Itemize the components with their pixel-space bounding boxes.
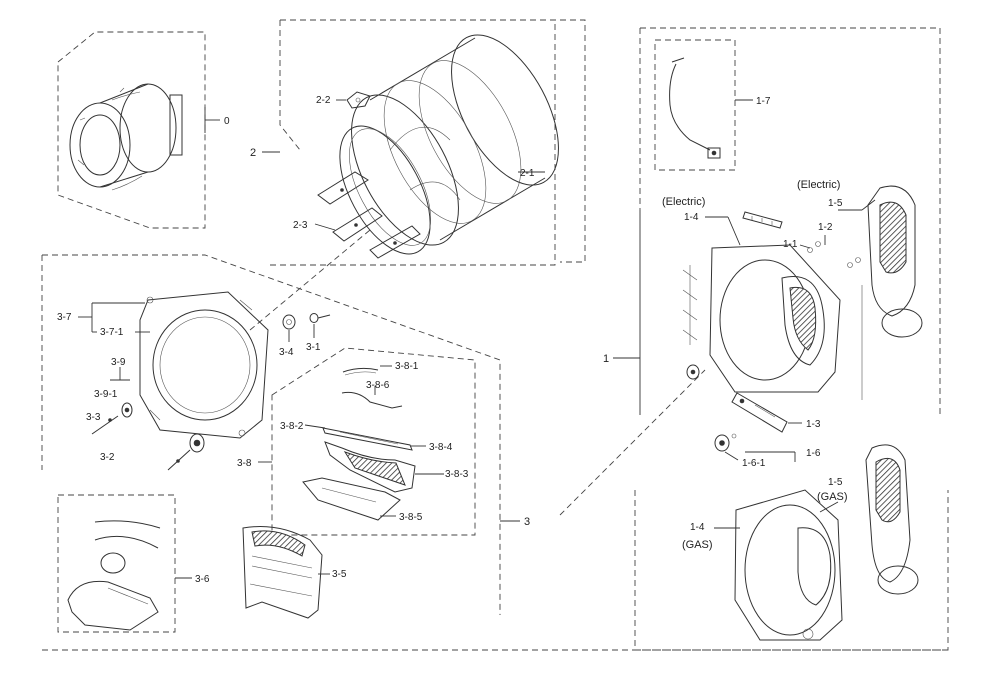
callout-3-9-1: 3-9-1 (94, 389, 118, 400)
callout-3-5: 3-5 (332, 569, 347, 580)
callout-3-8-5: 3-8-5 (399, 512, 423, 523)
heater-harness-part (669, 57, 721, 159)
roller-axle-part (91, 402, 133, 435)
callout-2-2: 2-2 (316, 95, 331, 106)
drum-lifters-part (317, 171, 421, 259)
callout-3-7-1: 3-7-1 (100, 327, 124, 338)
heater-housing-gas-part (865, 444, 919, 595)
filter-cover-part (302, 477, 401, 521)
callout-1-6: 1-6 (806, 448, 821, 459)
roller-screw-part (309, 313, 331, 323)
gas-note-1-4: (GAS) (682, 539, 713, 551)
heater-housing-electric-part (861, 185, 923, 400)
electric-note-1-5: (Electric) (797, 179, 840, 191)
callout-1: 1 (603, 353, 609, 365)
lint-filter-part (242, 526, 323, 619)
callout-3-8-1: 3-8-1 (395, 361, 419, 372)
callout-2-3: 2-3 (293, 220, 308, 231)
exhaust-duct-part (67, 520, 161, 631)
callout-1-1: 1-1 (783, 239, 798, 250)
bulkhead-screws-part (807, 241, 861, 268)
filter-rail-part (322, 427, 413, 451)
callout-3-4: 3-4 (279, 347, 294, 358)
wire-harness-part (342, 367, 379, 376)
callout-0: 0 (224, 116, 230, 127)
callout-1-7: 1-7 (756, 96, 771, 107)
drum-part (351, 34, 559, 246)
rear-bulkhead-electric-part (682, 244, 841, 393)
rear-bulkhead-gas-part (734, 489, 843, 641)
callout-1-5-gas: 1-5 (828, 477, 843, 488)
callout-3-6: 3-6 (195, 574, 210, 585)
callout-3-3: 3-3 (86, 412, 101, 423)
callout-2: 2 (250, 147, 256, 159)
drum-assembly-part (69, 83, 183, 191)
electric-note-1-4: (Electric) (662, 196, 705, 208)
roller-assembly-part (167, 433, 205, 471)
drum-ring-part (339, 125, 431, 255)
callout-3: 3 (524, 516, 530, 528)
callout-3-7: 3-7 (57, 312, 72, 323)
front-bulkhead-part (139, 291, 269, 439)
group-boundaries (41, 19, 950, 651)
callout-2-1: 2-1 (520, 168, 535, 179)
callout-3-1: 3-1 (306, 342, 321, 353)
heater-rail-part (742, 211, 783, 229)
callout-1-5-electric: 1-5 (828, 198, 843, 209)
callout-3-9: 3-9 (111, 357, 126, 368)
callout-3-8-2: 3-8-2 (280, 421, 304, 432)
callout-1-6-1: 1-6-1 (742, 458, 766, 469)
callout-1-4-electric: 1-4 (684, 212, 699, 223)
callout-3-8-4: 3-8-4 (429, 442, 453, 453)
sensor-wire-part (341, 391, 403, 409)
callout-1-2: 1-2 (818, 222, 833, 233)
roller-part (282, 314, 296, 330)
gas-note-1-5: (GAS) (817, 491, 848, 503)
callout-3-8-3: 3-8-3 (445, 469, 469, 480)
callout-3-2: 3-2 (100, 452, 115, 463)
thermostat-part (731, 392, 788, 433)
filter-housing-part (324, 441, 416, 493)
callout-3-8-6: 3-8-6 (366, 380, 390, 391)
callout-3-8: 3-8 (237, 458, 252, 469)
callout-labels: 0 2 2-2 2-1 2-3 3-7 3-7-1 3-4 3-1 3-9 3-… (57, 95, 848, 585)
rear-roller-part (686, 364, 737, 452)
drum-bracket-part (346, 91, 371, 109)
callout-1-4-gas: 1-4 (690, 522, 705, 533)
leader-lines (78, 99, 876, 579)
callout-1-3: 1-3 (806, 419, 821, 430)
